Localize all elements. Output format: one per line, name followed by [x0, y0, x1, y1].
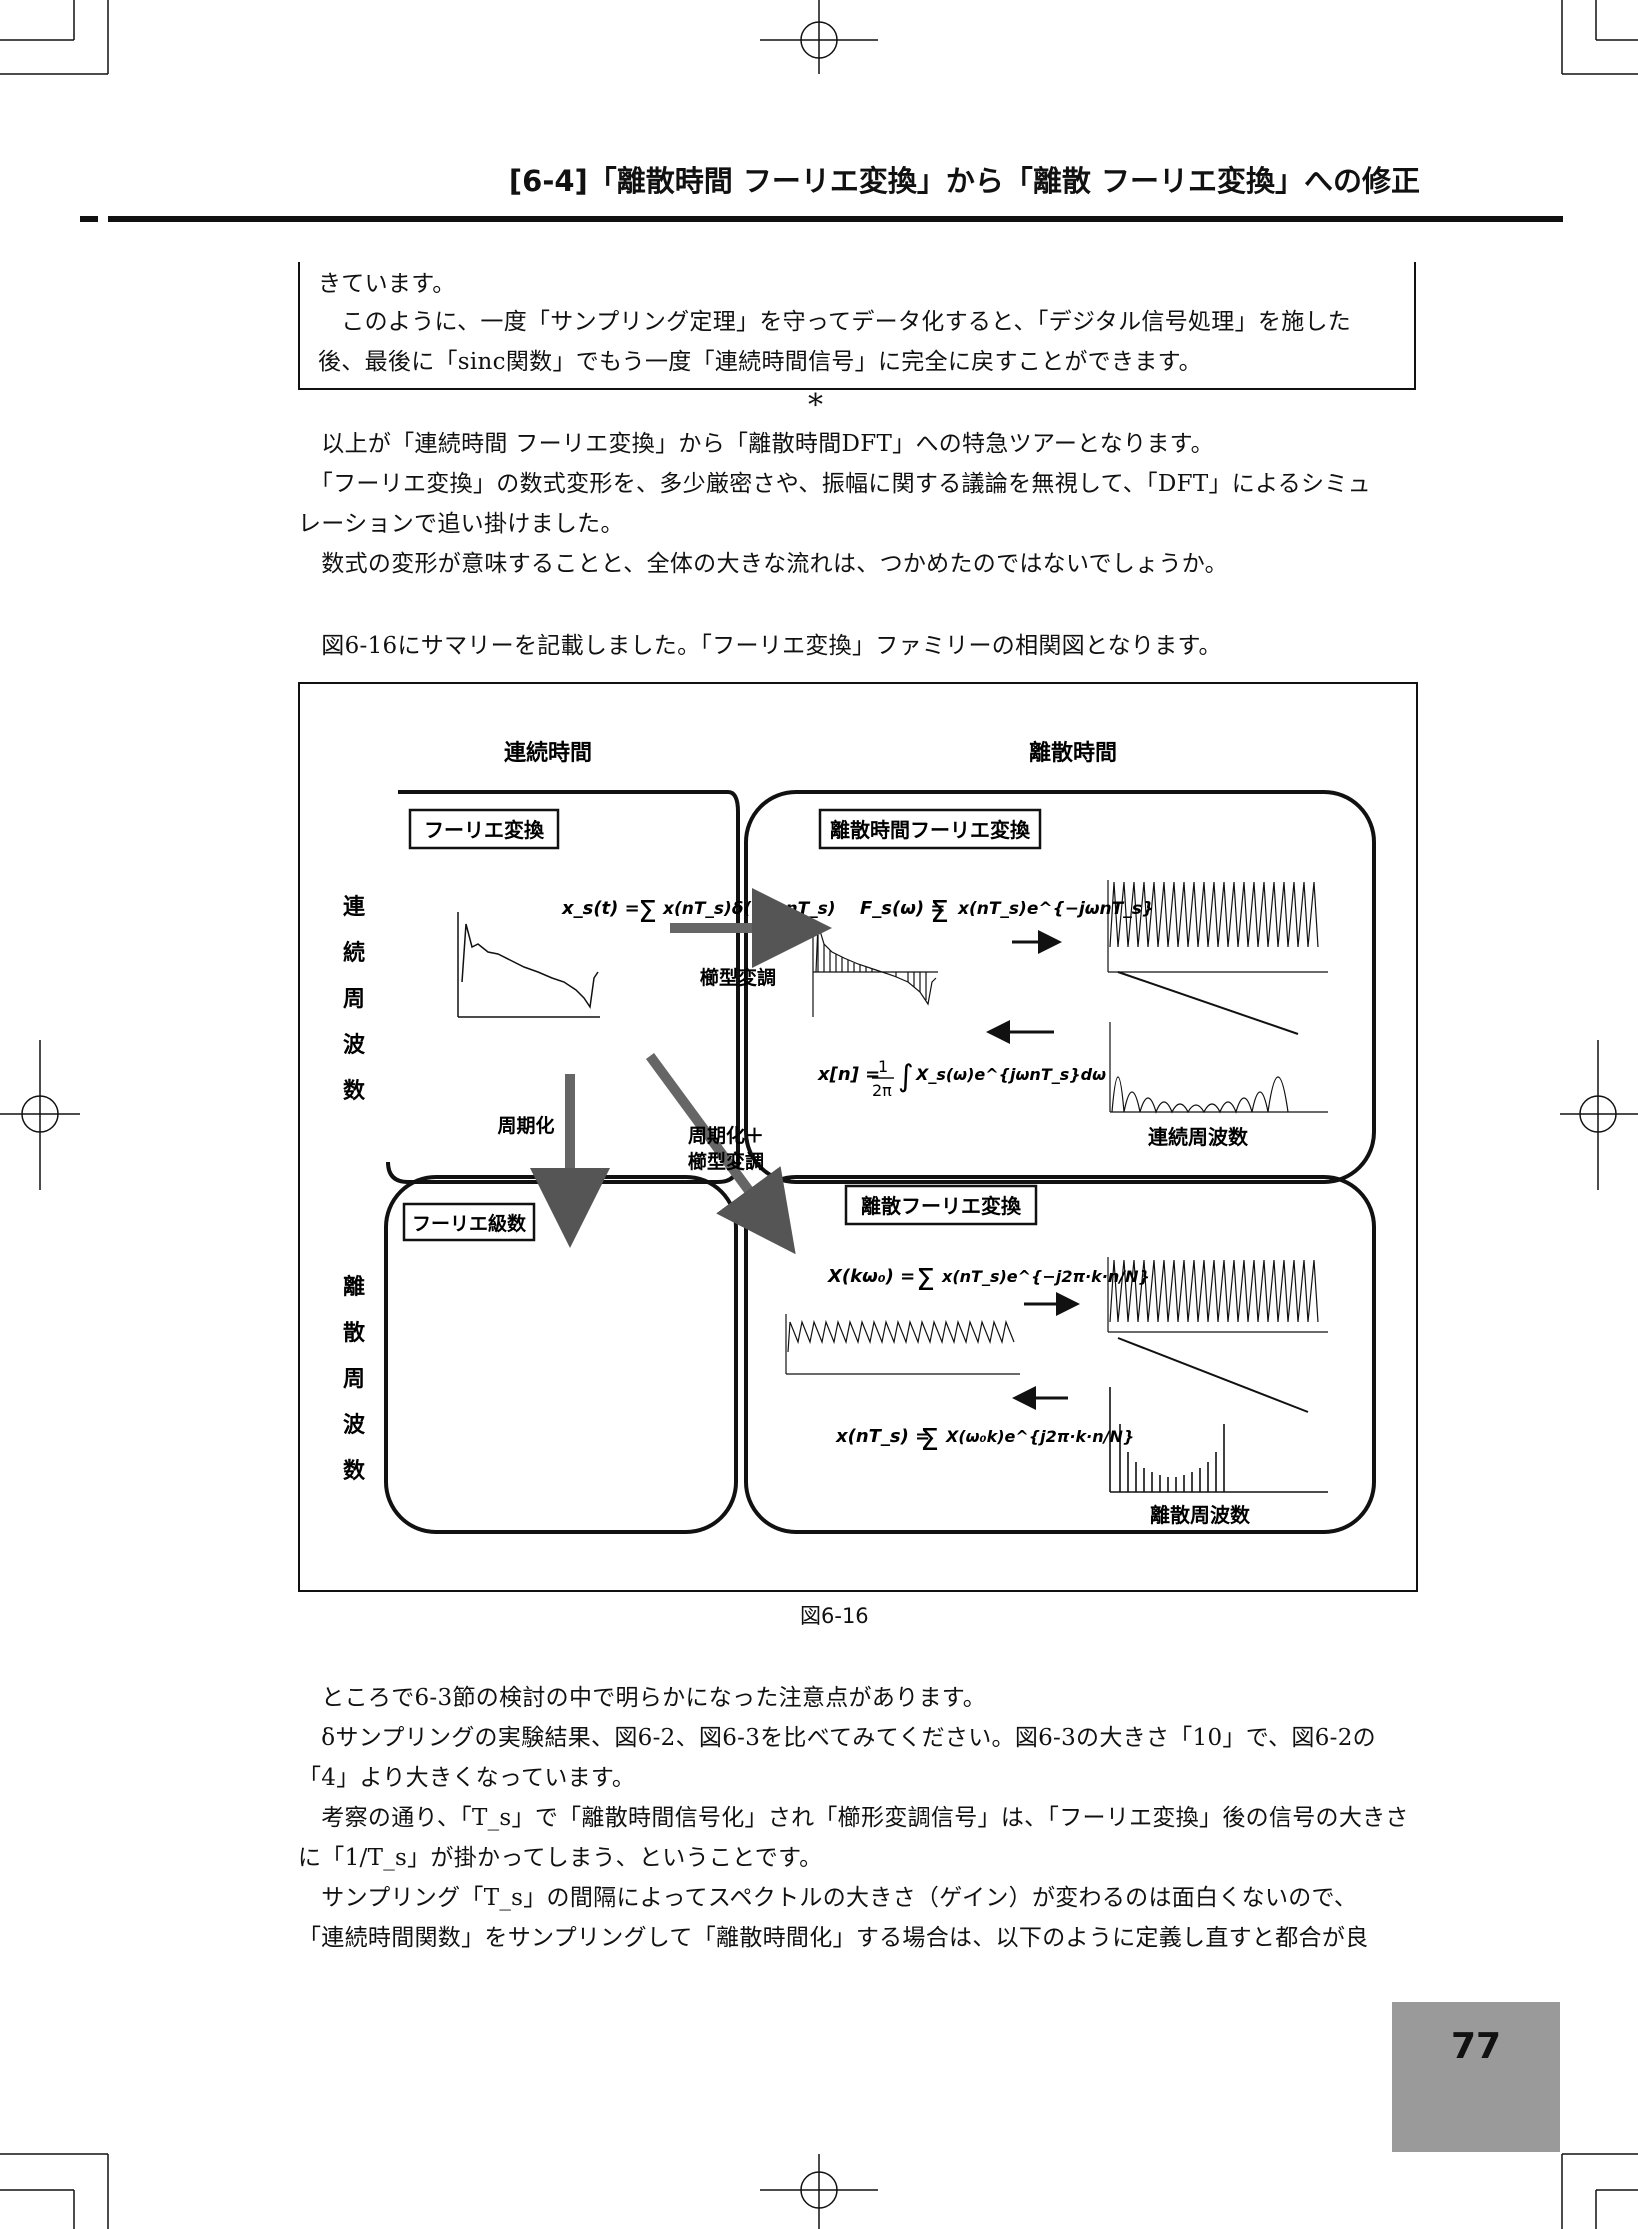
column-header-discrete: 離散時間: [1029, 740, 1117, 766]
plot-dtft-inverse: [1109, 1022, 1328, 1114]
label-periodization-comb-2: 櫛型変調: [688, 1150, 764, 1173]
box-line-3: 後、最後に「sinc関数」でもう一度「連続時間信号」に完全に戻すことができます。: [318, 349, 1202, 375]
label-continuous-frequency: 連続周波数: [1148, 1125, 1249, 1149]
svg-text:Σ: Σ: [930, 895, 949, 930]
svg-text:∫: ∫: [898, 1059, 914, 1094]
equation-dtft-rhs: x(nT_s)e^{−jωnT_s}: [957, 899, 1154, 919]
svg-text:連: 連: [343, 895, 366, 920]
boxed-note: [298, 262, 1416, 390]
svg-text:1: 1: [878, 1057, 888, 1076]
label-dft: 離散フーリエ変換: [861, 1194, 1022, 1218]
row-label-discrete-frequency: 離 散 周 波 数: [343, 1274, 366, 1484]
figure-caption: 図6-16: [800, 1604, 869, 1628]
arrow-periodization-comb: [645, 1053, 796, 1255]
label-periodization: 周期化: [497, 1114, 554, 1137]
plot-continuous-signal: [457, 912, 600, 1018]
svg-text:波: 波: [343, 1413, 366, 1438]
label-box-dft: [844, 1184, 1038, 1226]
box-line-1: きています。: [318, 271, 456, 297]
body-paragraph: 考察の通り、「T_s」で「離散時間信号化」され「櫛形変調信号」は、「フーリエ変換…: [298, 1805, 1409, 1831]
svg-text:Σ: Σ: [920, 1423, 939, 1458]
body-paragraph: 「4」より大きくなっています。: [298, 1765, 636, 1791]
fourier-family-diagram: 連続時間 離散時間 連 続 周 波 数 離 散 周 波 数 フーリエ変換 離散時…: [343, 740, 1376, 1534]
figure-intro-paragraph: 図6-16にサマリーを記載しました。「フーリエ変換」ファミリーの相関図となります…: [298, 633, 1222, 659]
svg-text:数: 数: [343, 1458, 366, 1484]
box-line-2: このように、一度「サンプリング定理」を守ってデータ化すると、「デジタル信号処理」…: [318, 309, 1352, 335]
equation-dtft-lhs: F_s(ω) =: [860, 898, 945, 919]
svg-text:周: 周: [343, 1367, 365, 1392]
equation-dft-lhs: X(kω₀) =: [827, 1266, 915, 1287]
figure-frame: [298, 682, 1418, 1592]
svg-text:散: 散: [343, 1321, 366, 1346]
body-paragraph: 数式の変形が意味することと、全体の大きな流れは、つかめたのではないでしょうか。: [298, 551, 1228, 577]
body-paragraph: 「連続時間関数」をサンプリングして「離散時間化」する場合は、以下のように定義し直…: [298, 1925, 1369, 1951]
equation-idft-lhs: x(nT_s) =: [835, 1426, 930, 1447]
body-paragraph: サンプリング「T_s」の間隔によってスペクトルの大きさ（ゲイン）が変わるのは面白…: [298, 1885, 1358, 1911]
plot-dft-inverse: [1109, 1387, 1328, 1493]
label-discrete-frequency: 離散周波数: [1150, 1503, 1251, 1527]
svg-text:Σ: Σ: [916, 1263, 935, 1298]
plot-sampled-signal: [812, 922, 938, 1017]
svg-text:Σ: Σ: [638, 895, 657, 930]
label-box-dtft: [818, 808, 1042, 850]
equation-idtft-rhs: X_s(ω)e^{jωnT_s}dω: [915, 1065, 1106, 1084]
section-separator: *: [808, 388, 823, 423]
body-paragraph: δサンプリングの実験結果、図6-2、図6-3を比べてみてください。図6-3の大き…: [298, 1725, 1376, 1751]
equation-idft-rhs: X(ω₀k)e^{j2π·k·n/N}: [945, 1427, 1134, 1446]
column-header-continuous: 連続時間: [504, 740, 592, 766]
label-fourier-series: フーリエ級数: [412, 1212, 527, 1235]
equation-sampled-signal-lhs: x_s(t) =: [561, 898, 640, 919]
label-box-fourier-transform: [408, 808, 560, 850]
equation-dft-rhs: x(nT_s)e^{−j2π·k·n/N}: [941, 1267, 1150, 1286]
panel-discrete-time-continuous-freq: [744, 790, 1376, 1184]
svg-text:数: 数: [343, 1078, 366, 1104]
page-number: 77: [1450, 2026, 1502, 2067]
svg-text:波: 波: [343, 1033, 366, 1058]
page-header-title: [6-4]「離散時間 フーリエ変換」から「離散 フーリエ変換」への修正: [508, 164, 1420, 198]
panel-discrete-time-discrete-freq: [744, 1175, 1376, 1534]
plot-dft-time-signal: [785, 1314, 1020, 1375]
page-number-box: [1392, 2002, 1560, 2152]
label-dtft: 離散時間フーリエ変換: [830, 818, 1031, 842]
svg-text:2π: 2π: [872, 1081, 892, 1100]
body-paragraph: 以上が「連続時間 フーリエ変換」から「離散時間DFT」への特急ツアーとなります。: [298, 431, 1214, 457]
body-paragraph: 「フーリエ変換」の数式変形を、多少厳密さや、振幅に関する議論を無視して、「DFT…: [298, 471, 1371, 497]
plot-dft-spectrum-phase: [1117, 1337, 1309, 1413]
plot-dft-spectrum-magnitude: [1107, 1257, 1328, 1333]
row-label-continuous-frequency: 連 続 周 波 数: [343, 895, 366, 1104]
equation-sampled-signal-rhs: x(nT_s)δ(t − nT_s): [662, 899, 836, 919]
label-periodization-comb-1: 周期化＋: [688, 1124, 764, 1147]
svg-text:周: 周: [343, 987, 365, 1012]
label-fourier-transform: フーリエ変換: [424, 818, 545, 842]
svg-text:続: 続: [343, 940, 365, 966]
body-paragraph: レーションで追い掛けました。: [298, 511, 624, 537]
plot-dtft-spectrum-phase: [1117, 971, 1299, 1035]
label-comb-modulation: 櫛型変調: [700, 966, 776, 989]
body-paragraph: に「1/T_s」が掛かってしまう、ということです。: [298, 1845, 823, 1871]
svg-text:離: 離: [343, 1274, 365, 1300]
equation-idtft-lhs: x[n] =: [817, 1064, 880, 1085]
panel-continuous-time-continuous-freq: [386, 790, 740, 1184]
body-paragraph: ところで6-3節の検討の中で明らかになった注意点があります。: [298, 1685, 987, 1711]
header-rule: [108, 216, 1563, 222]
header-rule-dash: [80, 216, 98, 222]
plot-dtft-spectrum-magnitude: [1107, 880, 1328, 973]
